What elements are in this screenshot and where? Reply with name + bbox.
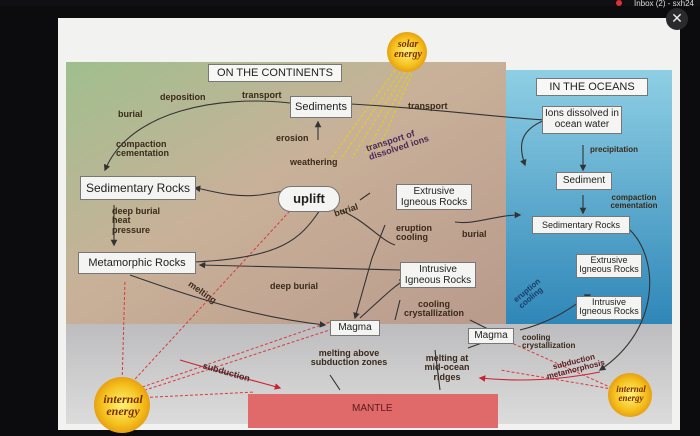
- compaction-cementation-label: compaction cementation: [116, 139, 170, 159]
- transport-top-label: transport: [242, 90, 282, 100]
- ions-dissolved-node: Ions dissolved in ocean water: [542, 106, 622, 134]
- melting-above-subduction-label: melting above subduction zones: [310, 348, 388, 368]
- subduction-arrows: [179, 359, 601, 390]
- notification-dot: [616, 0, 622, 6]
- intrusive-igneous-left-node: Intrusive Igneous Rocks: [400, 262, 476, 288]
- burial-left-label: burial: [118, 109, 143, 119]
- sun-internal-energy-right-icon: [608, 373, 652, 417]
- solar-rays: [329, 69, 413, 161]
- internal-energy-left-label: internal energy: [103, 392, 143, 418]
- sun-internal-energy-left-icon: [94, 377, 150, 433]
- transport-right-label: transport: [408, 101, 448, 111]
- continents-panel-title: ON THE CONTINENTS: [208, 64, 342, 82]
- sun-solar-energy-icon: [387, 32, 427, 72]
- sedimentary-rocks-ocean-node: Sedimentary Rocks: [532, 216, 630, 234]
- deep-burial-heat-pressure-label: deep burial heat pressure: [112, 206, 161, 235]
- magma-right-node: Magma: [468, 328, 514, 344]
- internal-energy-lines: [121, 199, 619, 399]
- magma-left-node: Magma: [330, 320, 380, 336]
- erosion-label: erosion: [276, 133, 309, 143]
- process-arrows: [103, 100, 651, 391]
- metamorphic-rocks-node: Metamorphic Rocks: [78, 252, 196, 274]
- deep-burial-mid-label: deep burial: [270, 281, 319, 291]
- precipitation-label: precipitation: [590, 145, 639, 154]
- solar-energy-label: solar energy: [394, 39, 422, 60]
- burial-right-label: burial: [462, 229, 487, 239]
- internal-energy-right-label: internal energy: [616, 384, 646, 403]
- mantle-label: MANTLE: [352, 403, 393, 414]
- extrusive-igneous-ocean-node: Extrusive Igneous Rocks: [576, 254, 642, 278]
- browser-top-bar: Inbox (2) - sxh24: [0, 0, 700, 8]
- mantle-band: [248, 394, 498, 428]
- cooling-crystallization-ocean-label: cooling crystallization: [522, 333, 576, 351]
- sedimentary-rocks-node: Sedimentary Rocks: [80, 176, 196, 200]
- weathering-label: weathering: [290, 157, 338, 167]
- eruption-cooling-label: eruption cooling: [396, 223, 432, 243]
- deposition-label: deposition: [160, 92, 206, 102]
- intrusive-igneous-ocean-node: Intrusive Igneous Rocks: [576, 296, 642, 320]
- uplift-node: uplift: [278, 186, 340, 212]
- close-icon[interactable]: ✕: [666, 8, 688, 30]
- browser-tab-title[interactable]: Inbox (2) - sxh24: [633, 0, 694, 8]
- extrusive-igneous-left-node: Extrusive Igneous Rocks: [396, 184, 472, 210]
- cooling-crystallization-label: cooling crystallization: [403, 299, 465, 319]
- sediments-node: Sediments: [290, 96, 352, 118]
- oceans-panel-title: IN THE OCEANS: [536, 78, 648, 96]
- melting-mid-ocean-ridges-label: melting at mid-ocean ridges: [424, 353, 470, 382]
- compaction-cementation-ocean-label: compaction cementation: [610, 193, 658, 211]
- sediment-ocean-node: Sediment: [556, 172, 612, 190]
